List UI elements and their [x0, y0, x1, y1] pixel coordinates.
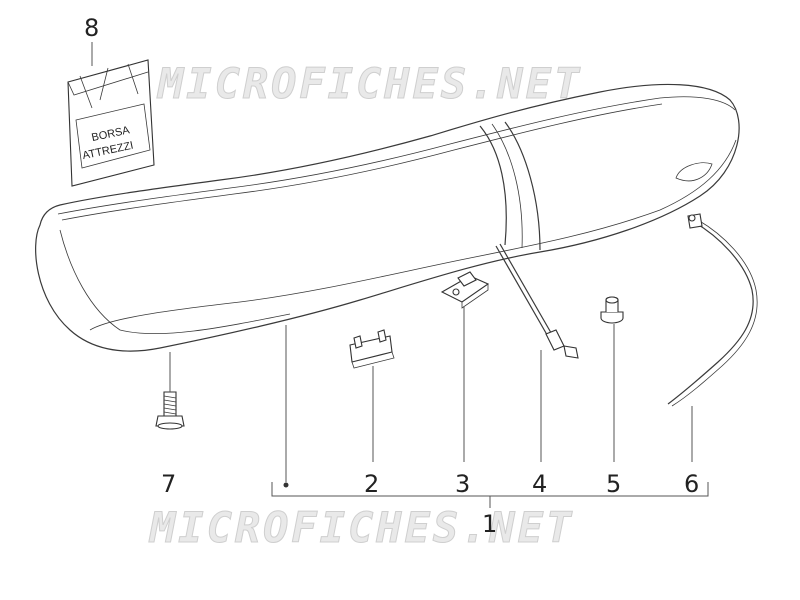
callout-1[interactable]: 1 — [482, 510, 497, 538]
watermark-bottom: MICROFICHES.NET — [148, 503, 574, 552]
hinge-plate-part[interactable] — [440, 271, 490, 309]
callout-2[interactable]: 2 — [364, 470, 379, 498]
callout-labels: 8 7 2 3 4 5 6 1 — [84, 14, 699, 538]
cable-tie-part[interactable] — [495, 243, 579, 359]
callout-3[interactable]: 3 — [455, 470, 470, 498]
seat-bracket-part[interactable] — [349, 329, 395, 369]
callout-5[interactable]: 5 — [606, 470, 621, 498]
seat-assembly[interactable] — [35, 83, 740, 352]
callout-8[interactable]: 8 — [84, 14, 99, 42]
leader-lines — [91, 42, 709, 508]
callout-7[interactable]: 7 — [161, 470, 176, 498]
seat-release-cable-part[interactable] — [667, 213, 758, 407]
watermark-top: MICROFICHES.NET — [156, 59, 582, 108]
callout-4[interactable]: 4 — [532, 470, 547, 498]
callout-6[interactable]: 6 — [684, 470, 699, 498]
tool-bag-part[interactable]: BORSA ATTREZZI — [67, 59, 155, 187]
screw-part[interactable] — [155, 391, 185, 430]
rubber-bumper-part[interactable] — [600, 296, 624, 324]
